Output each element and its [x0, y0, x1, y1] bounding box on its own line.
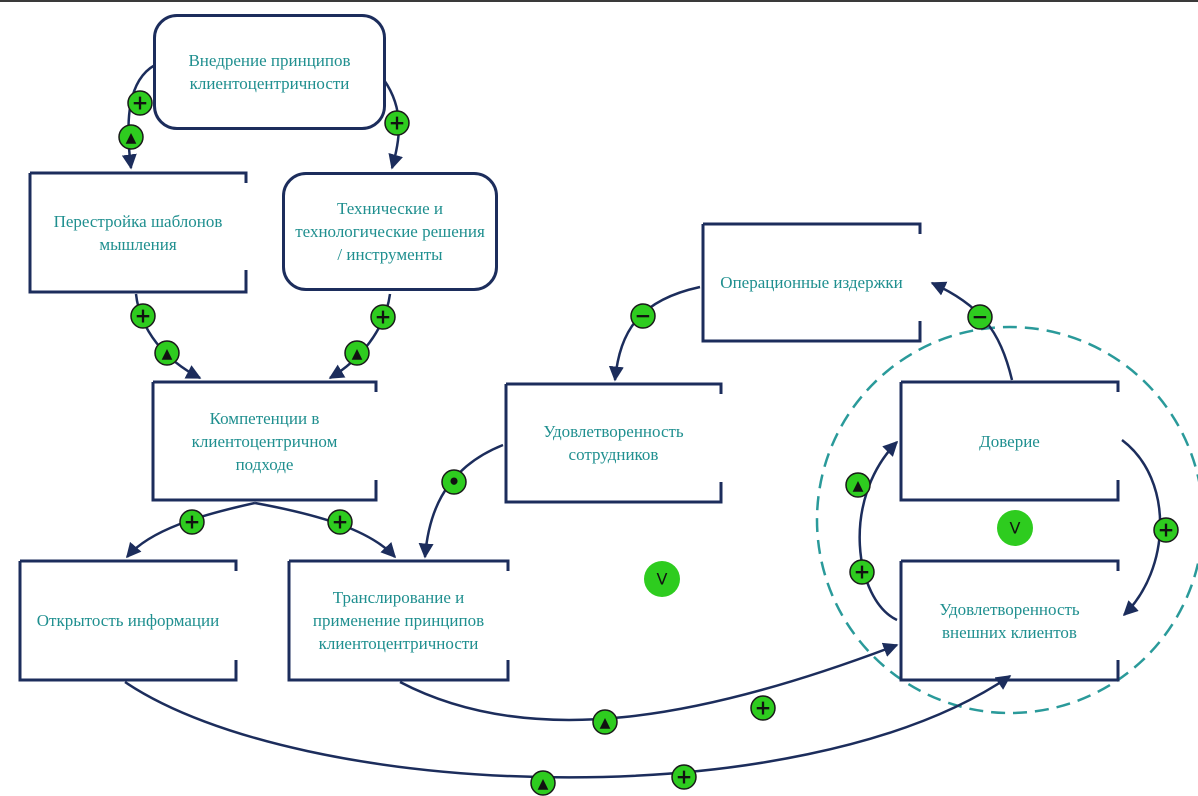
badge-delay: ▲ [126, 130, 137, 146]
node-kompetencii-label: Компетенции в клиентоцентричном подходе [191, 408, 338, 474]
loop-marker-trust: V [1010, 519, 1021, 538]
node-operacionnye: Операционные издержки [705, 226, 918, 339]
badge-delay-circle [344, 340, 370, 366]
box-translirovanie-frame [287, 559, 510, 682]
node-doverie: Доверие [903, 384, 1116, 498]
node-udovl-klient-label: Удовлетворенность внешних клиентов [939, 599, 1080, 642]
loop-marker-main: V [657, 570, 668, 589]
node-translirovanie: Транслирование и применение принципов кл… [291, 563, 506, 678]
arrow-udovl-klient-doverie [858, 440, 899, 622]
arrow-kompetencii-translirovanie [254, 501, 397, 559]
badge-delay-circle [592, 709, 618, 735]
badge-minus: − [972, 305, 989, 329]
badge-plus: + [389, 111, 406, 135]
badge-delay-circle [154, 340, 180, 366]
badge-plus: + [375, 305, 392, 329]
badge-plus-circle [1153, 517, 1179, 543]
node-otkrytost: Открытость информации [22, 563, 234, 678]
box-operacionnye-frame [701, 222, 922, 343]
node-doverie-label: Доверие [979, 431, 1040, 451]
node-kompetencii: Компетенции в клиентоцентричном подходе [155, 384, 374, 498]
reinforcing-loop-circle [815, 325, 1198, 715]
box-udovl-sotr-frame [504, 382, 723, 504]
badge-plus: + [755, 696, 772, 720]
top-border-line [0, 0, 1198, 2]
badge-delay: ▲ [538, 776, 549, 792]
arrow-operacionnye-udovl-sotr [608, 285, 701, 382]
node-vnedrenie: Внедрение принципов клиентоцентричности [153, 14, 386, 130]
node-perestroika: Перестройка шаблонов мышления [32, 175, 244, 290]
badge-plus-circle [130, 303, 156, 329]
badge-plus: + [135, 304, 152, 328]
badge-plus-circle [370, 304, 396, 330]
badge-plus-circle [384, 110, 410, 136]
badge-delay: ▲ [162, 346, 173, 362]
badge-plus-circle [849, 559, 875, 585]
badge-delay: ▲ [352, 346, 363, 362]
badge-plus: + [184, 510, 201, 534]
node-otkrytost-label: Открытость информации [36, 611, 220, 630]
arrow-vnedrenie-perestroika [121, 63, 156, 170]
arrow-udovl-sotr-translirovanie [418, 443, 504, 559]
box-perestroika-frame [28, 171, 248, 294]
node-operacionnye-label: Операционные издержки [720, 273, 903, 292]
box-otkrytost-frame [18, 559, 238, 682]
badge-plus: + [332, 510, 349, 534]
node-tehnicheskie-label: Технические и технологические решения / … [295, 199, 485, 264]
node-translirovanie-label: Транслирование и применение принципов кл… [312, 588, 485, 653]
badge-delay-circle [530, 770, 556, 796]
badge-plus-circle [179, 509, 205, 535]
badge-delay-circle [845, 472, 871, 498]
badge-plus-circle [127, 90, 153, 116]
node-udovl-sotr: Удовлетворенность сотрудников [508, 386, 719, 500]
loop-marker-trust-circle [997, 510, 1033, 546]
badge-plus-circle [750, 695, 776, 721]
badge-plus: + [676, 765, 693, 789]
badge-minus-circle [967, 304, 993, 330]
badge-plus: + [1158, 518, 1175, 542]
node-udovl-sotr-label: Удовлетворенность сотрудников [543, 422, 684, 464]
node-tehnicheskie: Технические и технологические решения / … [282, 172, 498, 291]
badge-dot-circle [441, 469, 467, 495]
badge-delay: ▲ [853, 478, 864, 494]
arrow-translirovanie-udovl-klient [399, 642, 899, 722]
badge-dot: • [448, 470, 461, 494]
node-vnedrenie-label: Внедрение принципов клиентоцентричности [188, 51, 351, 93]
badge-plus-circle [327, 509, 353, 535]
node-perestroika-label: Перестройка шаблонов мышления [53, 211, 223, 254]
badge-plus: + [854, 560, 871, 584]
badge-plus-circle [671, 764, 697, 790]
node-udovl-klient: Удовлетворенность внешних клиентов [903, 563, 1116, 678]
badge-delay: ▲ [600, 715, 611, 731]
arrow-kompetencii-otkrytost [126, 501, 256, 559]
box-doverie-frame [899, 380, 1120, 502]
box-kompetencii-frame [151, 380, 378, 502]
badge-minus: − [635, 304, 652, 328]
badge-plus: + [132, 91, 149, 115]
badge-minus-circle [630, 303, 656, 329]
badge-delay-circle [118, 124, 144, 150]
loop-marker-main-circle [644, 561, 680, 597]
arrow-otkrytost-udovl-klient [124, 674, 1012, 779]
